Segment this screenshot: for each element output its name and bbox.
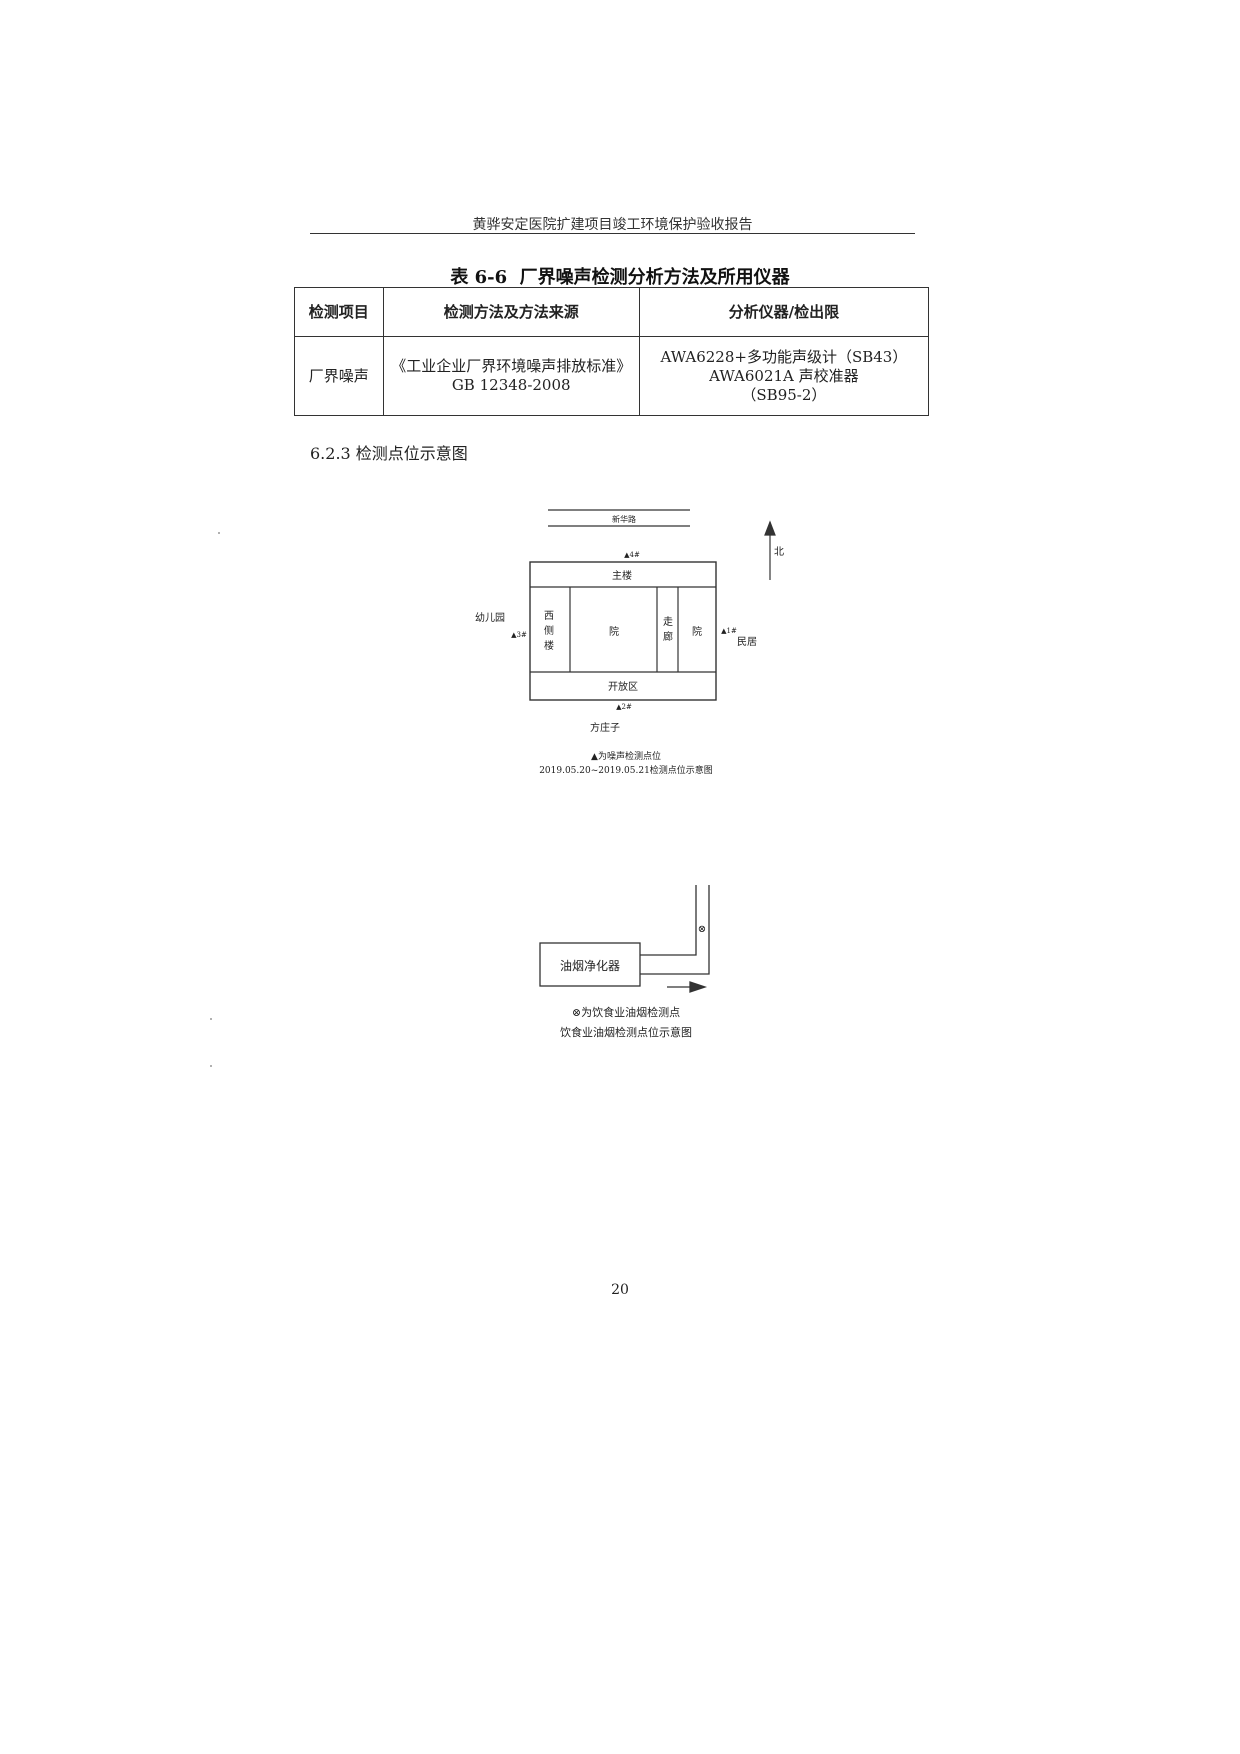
courtyard-2-label: 院 — [692, 625, 702, 638]
noise-map-labels: 新华路 北 ▲4# 主楼 西 侧 楼 院 走 廊 院 开放区 幼儿园 ▲3# ▲… — [475, 514, 784, 776]
table-header-method: 检测方法及方法来源 — [382, 287, 640, 337]
page-number: 20 — [611, 1282, 629, 1298]
hospital-boundary — [529, 561, 717, 701]
fume-sample-point-icon: ⊗ — [698, 924, 706, 935]
table-header-instrument: 分析仪器/检出限 — [638, 287, 930, 337]
noise-point-3: ▲3# — [511, 631, 527, 639]
duct-left-wall — [640, 885, 697, 956]
village-label: 方庄子 — [590, 721, 620, 734]
table-row: 厂界噪声 《工业企业厂界环境噪声排放标准》 GB 12348-2008 AWA6… — [294, 336, 930, 416]
purifier-label: 油烟净化器 — [560, 959, 620, 973]
method-standard-code: GB 12348-2008 — [451, 376, 571, 394]
residence-label: 民居 — [737, 636, 757, 648]
table-cell-item: 厂界噪声 — [294, 336, 384, 416]
main-building-label: 主楼 — [612, 569, 632, 582]
road-name: 新华路 — [612, 514, 636, 524]
header-rule — [310, 233, 915, 234]
table-header-item: 检测项目 — [294, 287, 384, 337]
fume-map-labels: 油烟净化器 ⊗ ⊗为饮食业油烟检测点 饮食业油烟检测点位示意图 — [560, 924, 706, 1039]
north-label: 北 — [774, 546, 784, 558]
kindergarten-label: 幼儿园 — [475, 611, 505, 624]
corridor-label-1: 走 — [663, 616, 673, 628]
open-area-label: 开放区 — [608, 680, 638, 693]
section-heading: 6.2.3 检测点位示意图 — [310, 444, 468, 463]
scan-speck — [210, 1018, 212, 1020]
table-cell-method: 《工业企业厂界环境噪声排放标准》 GB 12348-2008 — [382, 336, 640, 416]
west-building-label-2: 侧 — [544, 624, 554, 637]
table-caption-number: 表 6-6 — [450, 267, 508, 288]
noise-method-table: 检测项目 检测方法及方法来源 分析仪器/检出限 厂界噪声 《工业企业厂界环境噪声… — [294, 287, 930, 416]
courtyard-1-label: 院 — [609, 625, 619, 638]
instrument-sound-level-meter: AWA6228+多功能声级计（SB43） — [660, 347, 908, 366]
fume-point-map — [539, 885, 710, 993]
west-building-label-3: 楼 — [544, 639, 554, 652]
north-arrow-icon — [764, 520, 776, 536]
duct-right-wall — [640, 885, 710, 975]
scan-speck — [210, 1065, 212, 1067]
noise-point-1: ▲1# — [721, 627, 737, 635]
instrument-calibrator-id: （SB95-2） — [741, 385, 827, 404]
table-caption: 表 6-6 厂界噪声检测分析方法及所用仪器 — [280, 263, 960, 289]
corridor-label-2: 廊 — [663, 630, 673, 643]
table-header-row: 检测项目 检测方法及方法来源 分析仪器/检出限 — [294, 287, 930, 337]
noise-point-2: ▲2# — [616, 703, 632, 711]
noise-point-map — [529, 509, 776, 701]
noise-point-4: ▲4# — [624, 551, 640, 559]
flow-arrow-icon — [689, 981, 708, 993]
purifier-box — [539, 942, 641, 987]
scan-speck — [218, 532, 220, 534]
report-header-title: 黄骅安定医院扩建项目竣工环境保护验收报告 — [472, 217, 753, 233]
table-caption-text: 厂界噪声检测分析方法及所用仪器 — [519, 267, 790, 288]
fume-map-legend: ⊗为饮食业油烟检测点 — [572, 1005, 680, 1019]
fume-map-caption: 饮食业油烟检测点位示意图 — [560, 1025, 692, 1039]
west-building-label-1: 西 — [544, 611, 554, 622]
table-cell-instrument: AWA6228+多功能声级计（SB43） AWA6021A 声校准器 （SB95… — [638, 336, 930, 416]
noise-map-legend: ▲为噪声检测点位 — [591, 750, 661, 762]
instrument-calibrator: AWA6021A 声校准器 — [709, 366, 859, 385]
noise-map-caption: 2019.05.20~2019.05.21检测点位示意图 — [539, 764, 713, 776]
method-standard-name: 《工业企业厂界环境噪声排放标准》 — [391, 357, 632, 375]
